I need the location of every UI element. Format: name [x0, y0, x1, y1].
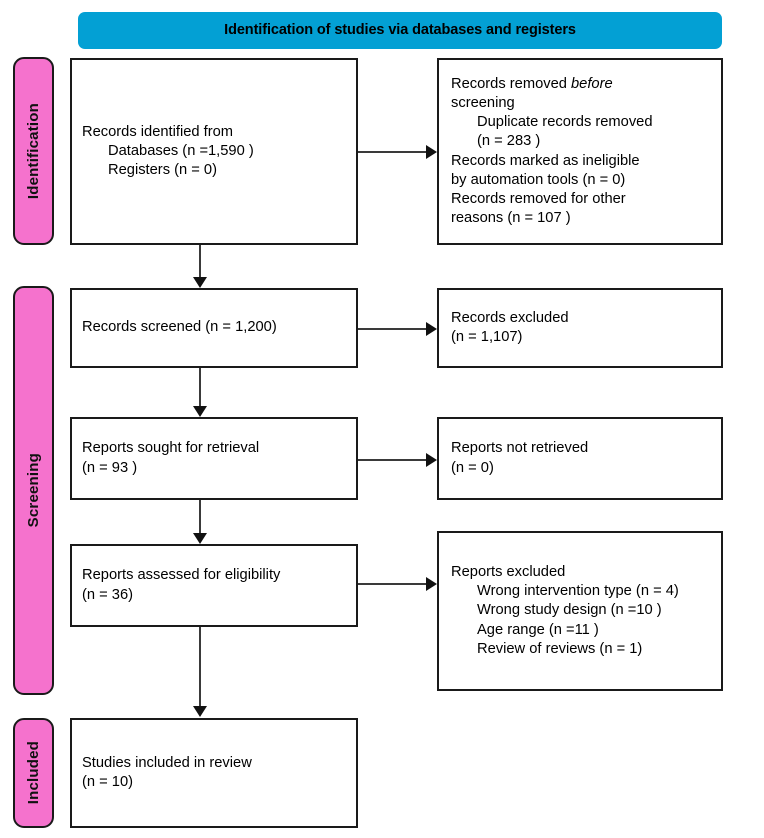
- box-reports-excluded: Reports excluded Wrong intervention type…: [437, 531, 723, 691]
- connector-sought-to-not-retrieved: [358, 459, 426, 461]
- reports-excluded-line-4: Age range (n =11 ): [477, 621, 599, 638]
- records-removed-line-4: (n = 283 ): [477, 133, 541, 150]
- arrow-sought-to-assessed-icon: [193, 533, 207, 544]
- arrow-assessed-to-included-icon: [193, 706, 207, 717]
- reports-excluded-line-3: Wrong study design (n =10 ): [477, 602, 662, 619]
- stage-label-identification: Identification: [13, 57, 54, 245]
- records-removed-line-8: reasons (n = 107 ): [451, 209, 571, 226]
- box-studies-included-in-review: Studies included in review (n = 10): [70, 718, 358, 828]
- connector-screened-to-sought: [199, 368, 201, 406]
- box-reports-sought-for-retrieval: Reports sought for retrieval (n = 93 ): [70, 417, 358, 500]
- reports-excluded-line-5: Review of reviews (n = 1): [477, 640, 643, 657]
- box-records-excluded: Records excluded (n = 1,107): [437, 288, 723, 368]
- studies-included-line-1: Studies included in review: [82, 754, 252, 771]
- box-records-removed-before-screening: Records removed before screening Duplica…: [437, 58, 723, 245]
- connector-identified-to-screened: [199, 245, 201, 277]
- stage-label-screening: Screening: [13, 286, 54, 695]
- reports-sought-line-2: (n = 93 ): [82, 459, 138, 476]
- connector-assessed-to-excluded: [358, 583, 426, 585]
- reports-not-retrieved-line-2: (n = 0): [451, 459, 494, 476]
- arrow-identified-to-removed-icon: [426, 145, 437, 159]
- records-removed-line-3: Duplicate records removed: [477, 114, 653, 131]
- stage-label-identification-text: Identification: [25, 102, 42, 200]
- records-removed-line-5: Records marked as ineligible: [451, 152, 640, 169]
- banner-title: Identification of studies via databases …: [224, 22, 576, 39]
- studies-included-line-2: (n = 10): [82, 774, 134, 790]
- box-reports-assessed-for-eligibility: Reports assessed for eligibility (n = 36…: [70, 544, 358, 627]
- reports-assessed-line-2: (n = 36): [82, 586, 134, 603]
- records-excluded-line-1: Records excluded: [451, 309, 569, 326]
- stage-label-included: Included: [13, 718, 54, 828]
- arrow-screened-to-excluded-icon: [426, 322, 437, 336]
- arrow-sought-to-not-retrieved-icon: [426, 453, 437, 467]
- arrow-assessed-to-excluded-icon: [426, 577, 437, 591]
- reports-sought-line-1: Reports sought for retrieval: [82, 440, 260, 457]
- reports-not-retrieved-line-1: Reports not retrieved: [451, 440, 589, 457]
- connector-identified-to-removed: [358, 151, 426, 153]
- records-screened-line-1: Records screened (n = 1,200): [82, 319, 277, 336]
- records-identified-line-2: Databases (n =1,590 ): [108, 142, 254, 159]
- reports-assessed-line-1: Reports assessed for eligibility: [82, 567, 281, 584]
- reports-excluded-line-2: Wrong intervention type (n = 4): [477, 583, 679, 600]
- connector-screened-to-excluded: [358, 328, 426, 330]
- records-removed-line-2: screening: [451, 95, 515, 112]
- records-identified-line-1: Records identified from: [82, 123, 234, 140]
- stage-label-screening-text: Screening: [25, 453, 42, 528]
- records-identified-line-3: Registers (n = 0): [108, 162, 217, 179]
- box-records-screened: Records screened (n = 1,200): [70, 288, 358, 368]
- connector-assessed-to-included: [199, 627, 201, 706]
- records-removed-line-7: Records removed for other: [451, 190, 626, 207]
- arrow-screened-to-sought-icon: [193, 406, 207, 417]
- records-removed-line-6: by automation tools (n = 0): [451, 171, 626, 188]
- stage-label-included-text: Included: [25, 741, 42, 805]
- connector-sought-to-assessed: [199, 500, 201, 533]
- reports-excluded-line-1: Reports excluded: [451, 564, 566, 581]
- arrow-identified-to-screened-icon: [193, 277, 207, 288]
- records-excluded-line-2: (n = 1,107): [451, 329, 523, 345]
- box-reports-not-retrieved: Reports not retrieved (n = 0): [437, 417, 723, 500]
- records-removed-line-1: Records removed before: [451, 76, 613, 93]
- diagram-banner: Identification of studies via databases …: [78, 12, 722, 49]
- box-records-identified: Records identified from Databases (n =1,…: [70, 58, 358, 245]
